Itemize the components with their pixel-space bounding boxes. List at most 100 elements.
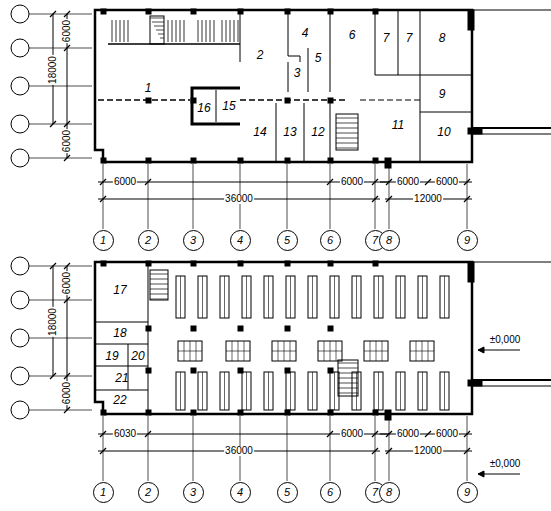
column — [101, 158, 106, 163]
grid-line — [375, 164, 376, 229]
dimension-tick — [386, 448, 392, 454]
rack-divider — [422, 341, 423, 361]
storage-rack — [176, 372, 185, 410]
storage-rack — [264, 276, 273, 318]
column — [285, 326, 290, 331]
axis-number: 2 — [145, 486, 151, 498]
rack-hatch — [180, 20, 181, 42]
level-arrow — [478, 471, 484, 477]
stair-step — [336, 143, 358, 144]
rack-grid — [410, 341, 434, 361]
level-mark: ±0,000 — [489, 335, 522, 345]
dimension-tick — [64, 263, 70, 269]
rack-divider — [422, 276, 423, 318]
storage-rack — [308, 276, 317, 318]
axis-number: 1 — [100, 486, 106, 498]
rack-grid — [178, 341, 202, 361]
column — [191, 158, 196, 163]
dimension-text: 6000 — [435, 429, 459, 439]
room-number: 6 — [349, 29, 356, 41]
grid-line — [29, 300, 92, 301]
dimension-tick — [327, 431, 333, 437]
rack-divider — [244, 341, 245, 361]
room-number: 3 — [294, 67, 301, 79]
rack-divider — [312, 276, 313, 318]
column — [238, 158, 243, 163]
stair — [336, 114, 358, 150]
dimension-text: 36000 — [224, 446, 254, 456]
wall-hatch — [468, 10, 474, 30]
partition — [420, 112, 472, 113]
rack-hatch — [128, 20, 129, 42]
storage-rack — [396, 276, 405, 318]
column — [238, 368, 243, 373]
stair-step — [338, 363, 358, 364]
stair-step — [338, 378, 358, 379]
dimension-tick — [464, 448, 470, 454]
column — [328, 368, 333, 373]
rack-grid — [364, 341, 388, 361]
rack-grid — [318, 341, 342, 361]
grid-bubble — [11, 291, 29, 309]
storage-rack — [242, 276, 251, 318]
dimension-text: 6000 — [62, 129, 72, 153]
rack-divider — [202, 276, 203, 318]
grid-line — [29, 158, 92, 159]
stair-step — [150, 284, 168, 285]
outer-wall — [472, 134, 551, 135]
grid-line — [29, 338, 92, 339]
dimension-text: 6000 — [62, 19, 72, 43]
rack-divider — [268, 372, 269, 410]
stair-step — [338, 368, 358, 369]
axis-number: 5 — [284, 234, 290, 246]
stair — [150, 270, 168, 300]
level-mark: ±0,000 — [489, 459, 522, 469]
room-number: 12 — [311, 126, 324, 138]
stair-step — [150, 279, 168, 280]
grid-line — [148, 164, 149, 229]
storage-rack — [264, 372, 273, 410]
partition — [148, 264, 149, 414]
axis-bubble: 5 — [277, 230, 298, 251]
grid-line — [148, 416, 149, 481]
axis-number: 6 — [327, 234, 333, 246]
rack-divider — [180, 276, 181, 318]
grid-line — [193, 416, 194, 481]
column — [285, 410, 290, 415]
column — [238, 261, 243, 266]
rack-divider — [184, 341, 185, 361]
wall-hatch — [385, 410, 391, 420]
partition — [398, 10, 399, 75]
room-number: 11 — [392, 119, 404, 131]
rack-hatch — [202, 20, 203, 42]
rack-divider — [378, 372, 379, 410]
grid-line — [103, 164, 104, 229]
storage-rack — [440, 372, 449, 410]
rack-divider — [196, 341, 197, 361]
rack-grid — [272, 341, 296, 361]
partition — [420, 10, 421, 162]
rack-divider — [334, 372, 335, 410]
rack-hatch — [124, 20, 125, 42]
axis-bubble: 1 — [93, 230, 114, 251]
rack-hatch — [172, 20, 173, 42]
rack-divider — [312, 372, 313, 410]
storage-rack — [374, 372, 383, 410]
partition — [308, 48, 309, 92]
axis-number: 3 — [190, 486, 196, 498]
column — [191, 410, 196, 415]
grid-bubble — [11, 115, 29, 133]
axis-bubble: 2 — [138, 230, 159, 251]
storage-rack — [220, 372, 229, 410]
stair-step — [336, 123, 358, 124]
rack-divider — [422, 372, 423, 410]
wall — [192, 88, 240, 124]
dimension-text: 6000 — [62, 271, 72, 295]
grid-line — [29, 86, 92, 87]
rack-divider — [278, 341, 279, 361]
dimension-tick — [386, 431, 392, 437]
rack-divider — [444, 276, 445, 318]
dimension-text: 6000 — [113, 177, 137, 187]
